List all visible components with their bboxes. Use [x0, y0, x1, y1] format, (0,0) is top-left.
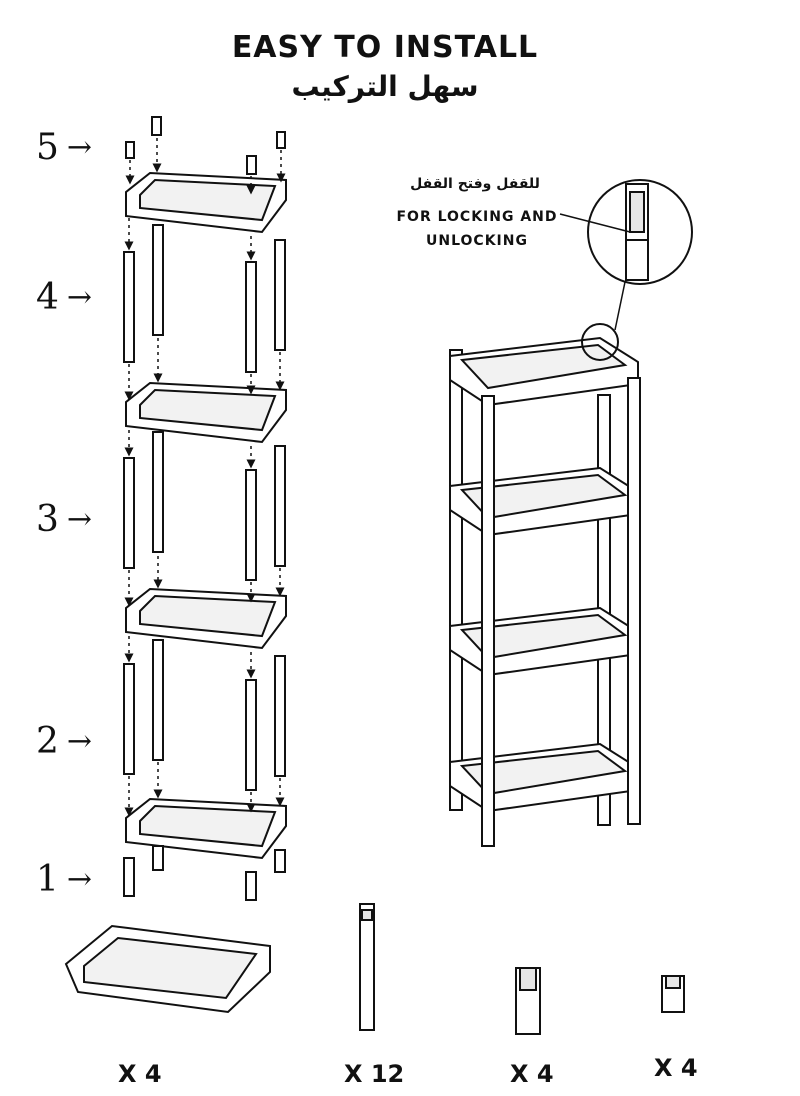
shelf-quantity: X 4	[118, 1060, 162, 1088]
step-number: 1	[36, 859, 59, 900]
arrow-right-icon: →	[66, 130, 93, 165]
step-label-5: 5 →	[36, 130, 92, 166]
shelf-tray-icon	[125, 797, 287, 860]
lock-detail-icon	[559, 179, 693, 361]
step-number: 2	[36, 721, 59, 762]
exploded-view	[123, 116, 287, 901]
arrow-right-icon: →	[66, 280, 93, 315]
arrow-right-icon: →	[66, 862, 93, 897]
step-label-4: 4 →	[36, 280, 92, 316]
guide-arrows	[124, 138, 286, 817]
arrow-right-icon: →	[66, 724, 93, 759]
shelf-tray-icon	[125, 171, 287, 234]
assembled-shelf	[449, 179, 693, 847]
title-arabic: سهل التركيب	[291, 70, 479, 103]
shelf-tray-icon	[449, 742, 639, 813]
pole-icon	[123, 224, 286, 373]
shelf-tray-icon	[125, 587, 287, 650]
foot-connector-quantity: X 4	[510, 1060, 554, 1088]
step-label-3: 3 →	[36, 502, 92, 538]
step-number: 4	[36, 277, 59, 318]
parts-list	[64, 903, 685, 1035]
top-cap-quantity: X 4	[654, 1054, 698, 1082]
shelf-tray-icon	[449, 336, 639, 407]
pole-quantity: X 12	[344, 1060, 405, 1088]
step-number: 5	[36, 127, 59, 168]
top-cap-icon	[125, 116, 286, 175]
shelf-tray-icon	[64, 924, 271, 1014]
step-number: 3	[36, 499, 59, 540]
foot-connector-icon	[515, 967, 541, 1035]
lock-callout-arabic: للقفل وفتح القفل	[410, 176, 540, 192]
top-cap-icon	[661, 975, 685, 1013]
lock-callout-english: FOR LOCKING AND UNLOCKING	[396, 209, 558, 249]
pole-icon	[359, 903, 375, 1031]
arrow-right-icon: →	[66, 502, 93, 537]
shelf-tray-icon	[125, 381, 287, 444]
step-label-2: 2 →	[36, 724, 92, 760]
pole-icon	[123, 431, 286, 581]
pole-icon	[123, 639, 286, 791]
foot-connector-icon	[123, 845, 286, 901]
title-english: EASY TO INSTALL	[231, 30, 539, 65]
shelf-tray-icon	[449, 606, 639, 677]
step-label-1: 1 →	[36, 862, 92, 898]
